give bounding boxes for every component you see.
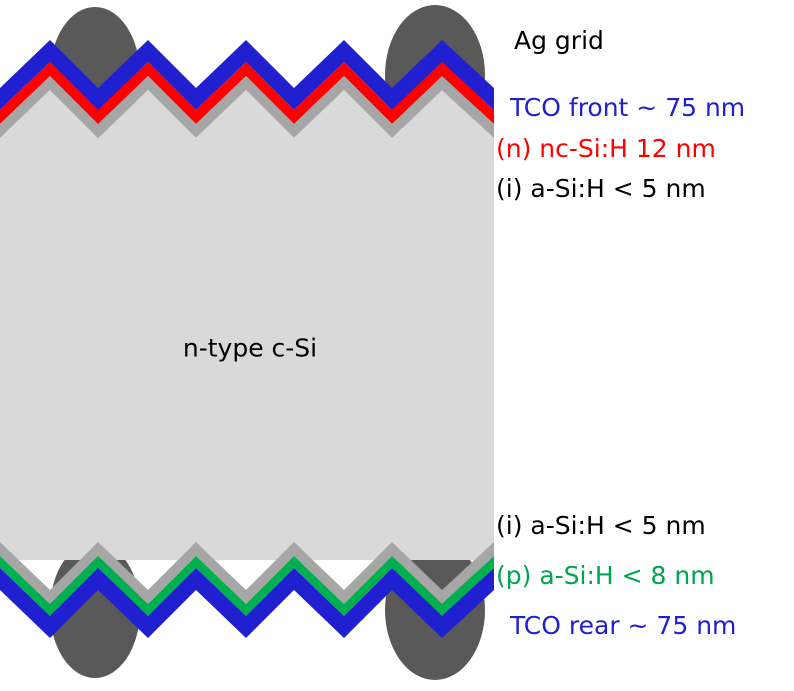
- tco-front-layer: [0, 40, 494, 110]
- n-layer-front: [0, 62, 494, 124]
- i-layer-rear: [0, 542, 494, 604]
- bulk-front-fill: [0, 90, 494, 160]
- p-layer-label: (p) a-Si:H < 8 nm: [496, 561, 715, 590]
- tco-rear-layer: [0, 568, 494, 638]
- i-front-label: (i) a-Si:H < 5 nm: [496, 174, 706, 203]
- n-layer-label: (n) nc-Si:H 12 nm: [496, 134, 716, 163]
- bulk-label: n-type c-Si: [182, 333, 318, 363]
- i-rear-label: (i) a-Si:H < 5 nm: [496, 511, 706, 540]
- bulk-c-si: [0, 140, 494, 560]
- p-layer-rear: [0, 556, 494, 616]
- i-layer-front: [0, 76, 494, 138]
- tco-front-label: TCO front ~ 75 nm: [510, 93, 746, 122]
- ag-grid-label: Ag grid: [514, 26, 604, 55]
- tco-rear-label: TCO rear ~ 75 nm: [510, 611, 737, 640]
